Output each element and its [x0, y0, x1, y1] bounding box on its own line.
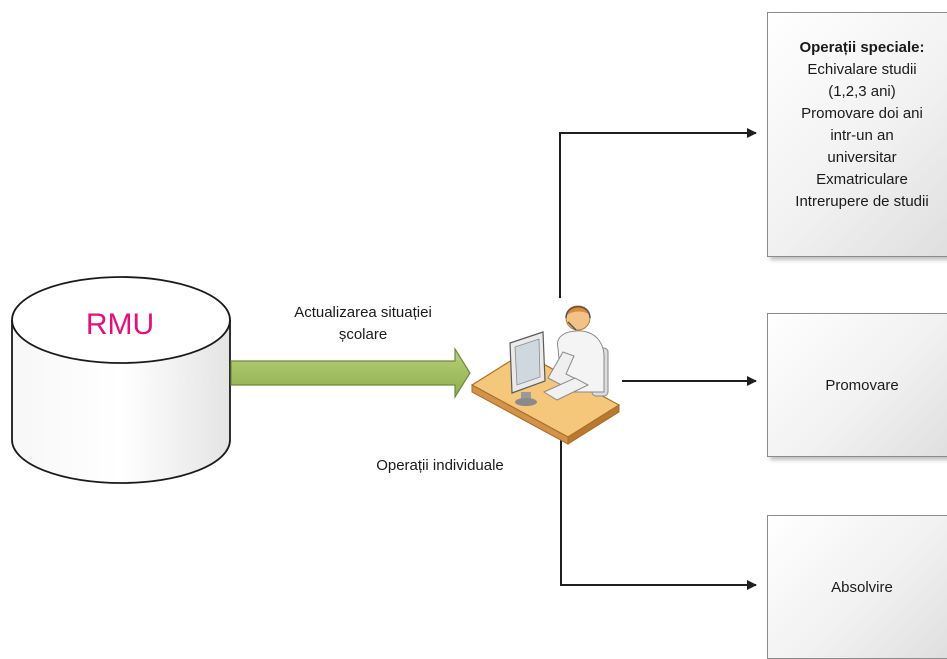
- special-operations-line: Echivalare studii: [807, 61, 917, 78]
- special-operations-title: Operații speciale:: [799, 39, 925, 56]
- special-operations-line: (1,2,3 ani): [828, 83, 896, 100]
- connector-absolvire: [560, 440, 757, 590]
- operator-workstation-icon: [470, 305, 621, 445]
- special-operations-line: Promovare doi ani: [801, 105, 923, 122]
- individual-operations-label: Operații individuale: [376, 457, 504, 474]
- special-operations-line: universitar: [827, 149, 897, 166]
- absolvire-label: Absolvire: [831, 578, 893, 596]
- special-operations-line: intr-un an: [830, 127, 894, 144]
- database-label: RMU: [85, 308, 155, 341]
- special-operations-line: Intrerupere de studii: [795, 193, 929, 210]
- update-flow-label-line: școlare: [338, 326, 388, 343]
- update-flow-label-line: Actualizarea situației: [294, 304, 432, 321]
- promovare-box: Promovare: [767, 313, 947, 457]
- update-flow-arrow: [230, 346, 471, 400]
- absolvire-box: Absolvire: [767, 515, 947, 659]
- database-cylinder: [11, 276, 231, 484]
- connector-special: [559, 128, 757, 298]
- promovare-label: Promovare: [825, 376, 899, 394]
- update-flow-label: Actualizarea situației școlare: [268, 302, 458, 346]
- special-operations-box: Operații speciale: Echivalare studii (1,…: [767, 12, 947, 257]
- special-operations-line: Exmatriculare: [816, 171, 908, 188]
